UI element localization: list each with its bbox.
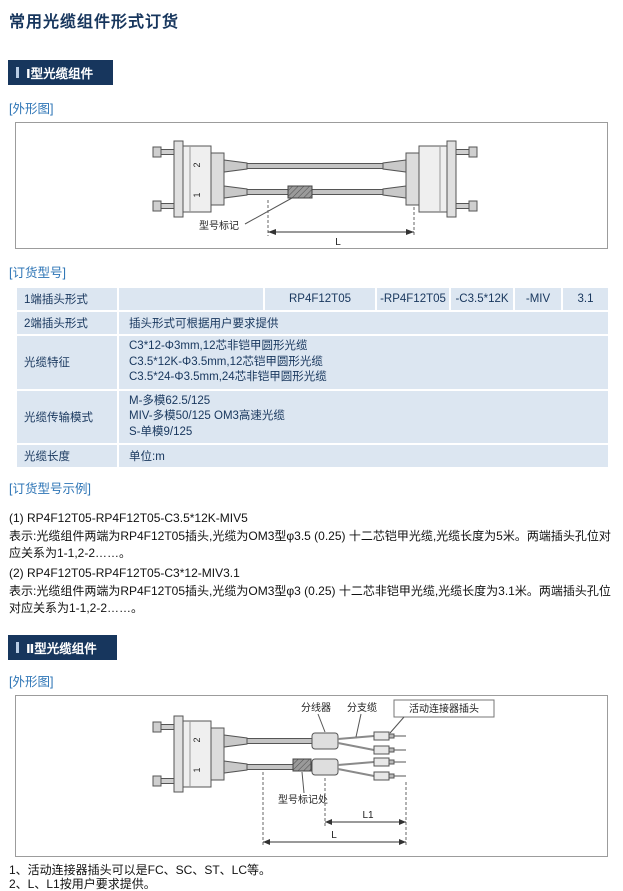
- connector-plugs: [373, 731, 406, 781]
- splitters: [311, 732, 339, 776]
- code-plug-end2: -RP4F12T05: [375, 286, 451, 312]
- type2-diagram: 2 1: [152, 699, 495, 846]
- outline-label-2: [外形图]: [9, 675, 54, 689]
- example-1-desc: 表示:光缆组件两端为RP4F12T05插头,光缆为OM3型φ3.5 (0.25)…: [9, 529, 611, 560]
- type2-diagram-box: 2 1: [15, 695, 608, 857]
- connector-plug-leader: [389, 716, 405, 734]
- transmission-mode-line-1: M-多模62.5/125: [129, 394, 211, 407]
- empty-cell: [117, 286, 265, 312]
- model-mark-wrap: [292, 758, 312, 772]
- example-2-desc: 表示:光缆组件两端为RP4F12T05插头,光缆为OM3型φ3 (0.25) 十…: [9, 584, 611, 615]
- model-mark-label: 型号标记: [199, 219, 239, 232]
- note-2: 2、L、L1按用户要求提供。: [9, 877, 156, 891]
- model-mark-wrap: [287, 185, 313, 199]
- splitter-leader: [317, 713, 326, 733]
- section-bar-accent: [16, 67, 19, 78]
- cable-feature-line-1: C3*12-Φ3mm,12芯非铠甲圆形光缆: [129, 340, 308, 352]
- order-example-label: [订货型号示例]: [9, 482, 91, 496]
- connector-plug-label-box: [393, 699, 495, 718]
- dim-l-label: L: [331, 830, 337, 841]
- section1-header-label: Ⅰ型光缆组件: [26, 67, 94, 81]
- branch-cable-leader: [355, 713, 362, 738]
- row-plug-end1: 1端插头形式 RP4F12T05 -RP4F12T05 -C3.5*12K -M…: [15, 286, 610, 312]
- pin-number-top: 2: [192, 737, 202, 742]
- order-examples: (1) RP4F12T05-RP4F12T05-C3.5*12K-MIV5 表示…: [9, 510, 614, 617]
- outline-label-1: [外形图]: [9, 102, 54, 116]
- transmission-mode-line-2: MIV-多模50/125 OM3高速光缆: [129, 410, 285, 422]
- row-label-transmission-mode: 光缆传输模式: [15, 388, 119, 445]
- note-1: 1、活动连接器插头可以是FC、SC、ST、LC等。: [9, 863, 272, 877]
- row-transmission-mode: 光缆传输模式 M-多模62.5/125 MIV-多模50/125 OM3高速光缆…: [15, 388, 610, 445]
- pin-number-bottom: 1: [192, 192, 202, 197]
- cable-feature-line-2: C3.5*12K-Φ3.5mm,12芯铠甲圆形光缆: [129, 355, 323, 368]
- row-cable-feature: 光缆特征 C3*12-Φ3mm,12芯非铠甲圆形光缆 C3.5*12K-Φ3.5…: [15, 334, 610, 391]
- connector-plug-label: 活动连接器插头: [409, 702, 479, 715]
- left-connector: [152, 715, 248, 793]
- example-2-code: (2) RP4F12T05-RP4F12T05-C3*12-MIV3.1: [9, 566, 240, 580]
- order-model-label: [订货型号]: [9, 266, 66, 280]
- row-label-cable-length: 光缆长度: [15, 443, 119, 469]
- order-code-table: 1端插头形式 RP4F12T05 -RP4F12T05 -C3.5*12K -M…: [15, 286, 610, 469]
- value-cable-length: 单位:m: [117, 443, 610, 469]
- page-title: 常用光缆组件形式订货: [9, 14, 180, 31]
- section1-header: Ⅰ型光缆组件: [8, 60, 114, 85]
- model-mark-leader: [301, 771, 305, 794]
- branch-cable-label: 分支缆: [347, 701, 377, 714]
- dim-l1-label: L1: [362, 810, 374, 821]
- splitter-label: 分线器: [301, 701, 331, 714]
- cable-feature-line-3: C3.5*24-Φ3.5mm,24芯非铠甲圆形光缆: [129, 371, 327, 383]
- model-mark-label: 型号标记处: [278, 793, 328, 806]
- branch-cables: [337, 735, 375, 777]
- value-plug-end2: 插头形式可根据用户要求提供: [117, 310, 610, 336]
- section2-header-label: Ⅱ型光缆组件: [26, 642, 97, 656]
- type1-diagram-box: 2 1 型号标记: [15, 122, 608, 249]
- dim-l-label: L: [335, 237, 341, 248]
- dimension-l: [267, 200, 415, 236]
- row-label-plug-end2: 2端插头形式: [15, 310, 119, 336]
- footer-notes: 1、活动连接器插头可以是FC、SC、ST、LC等。 2、L、L1按用户要求提供。: [9, 863, 608, 891]
- code-cable-length: 3.1: [561, 286, 610, 312]
- code-cable-type: -C3.5*12K: [449, 286, 515, 312]
- cables: [246, 163, 384, 195]
- code-plug-end1: RP4F12T05: [263, 286, 377, 312]
- code-transmission-mode: -MIV: [513, 286, 563, 312]
- right-connector: [382, 140, 478, 218]
- value-cable-feature: C3*12-Φ3mm,12芯非铠甲圆形光缆 C3.5*12K-Φ3.5mm,12…: [117, 334, 610, 391]
- left-connector: [152, 140, 248, 218]
- value-transmission-mode: M-多模62.5/125 MIV-多模50/125 OM3高速光缆 S-单模9/…: [117, 388, 610, 445]
- type1-diagram: 2 1 型号标记: [152, 140, 478, 248]
- pin-number-bottom: 1: [192, 767, 202, 772]
- row-plug-end2: 2端插头形式 插头形式可根据用户要求提供: [15, 310, 610, 336]
- row-label-plug-end1: 1端插头形式: [15, 286, 119, 312]
- transmission-mode-line-3: S-单模9/125: [129, 425, 193, 438]
- row-cable-length: 光缆长度 单位:m: [15, 443, 610, 469]
- example-1-code: (1) RP4F12T05-RP4F12T05-C3.5*12K-MIV5: [9, 511, 248, 525]
- row-label-cable-feature: 光缆特征: [15, 334, 119, 391]
- section2-header: Ⅱ型光缆组件: [8, 635, 117, 660]
- section-bar-accent: [16, 642, 19, 653]
- pin-number-top: 2: [192, 162, 202, 167]
